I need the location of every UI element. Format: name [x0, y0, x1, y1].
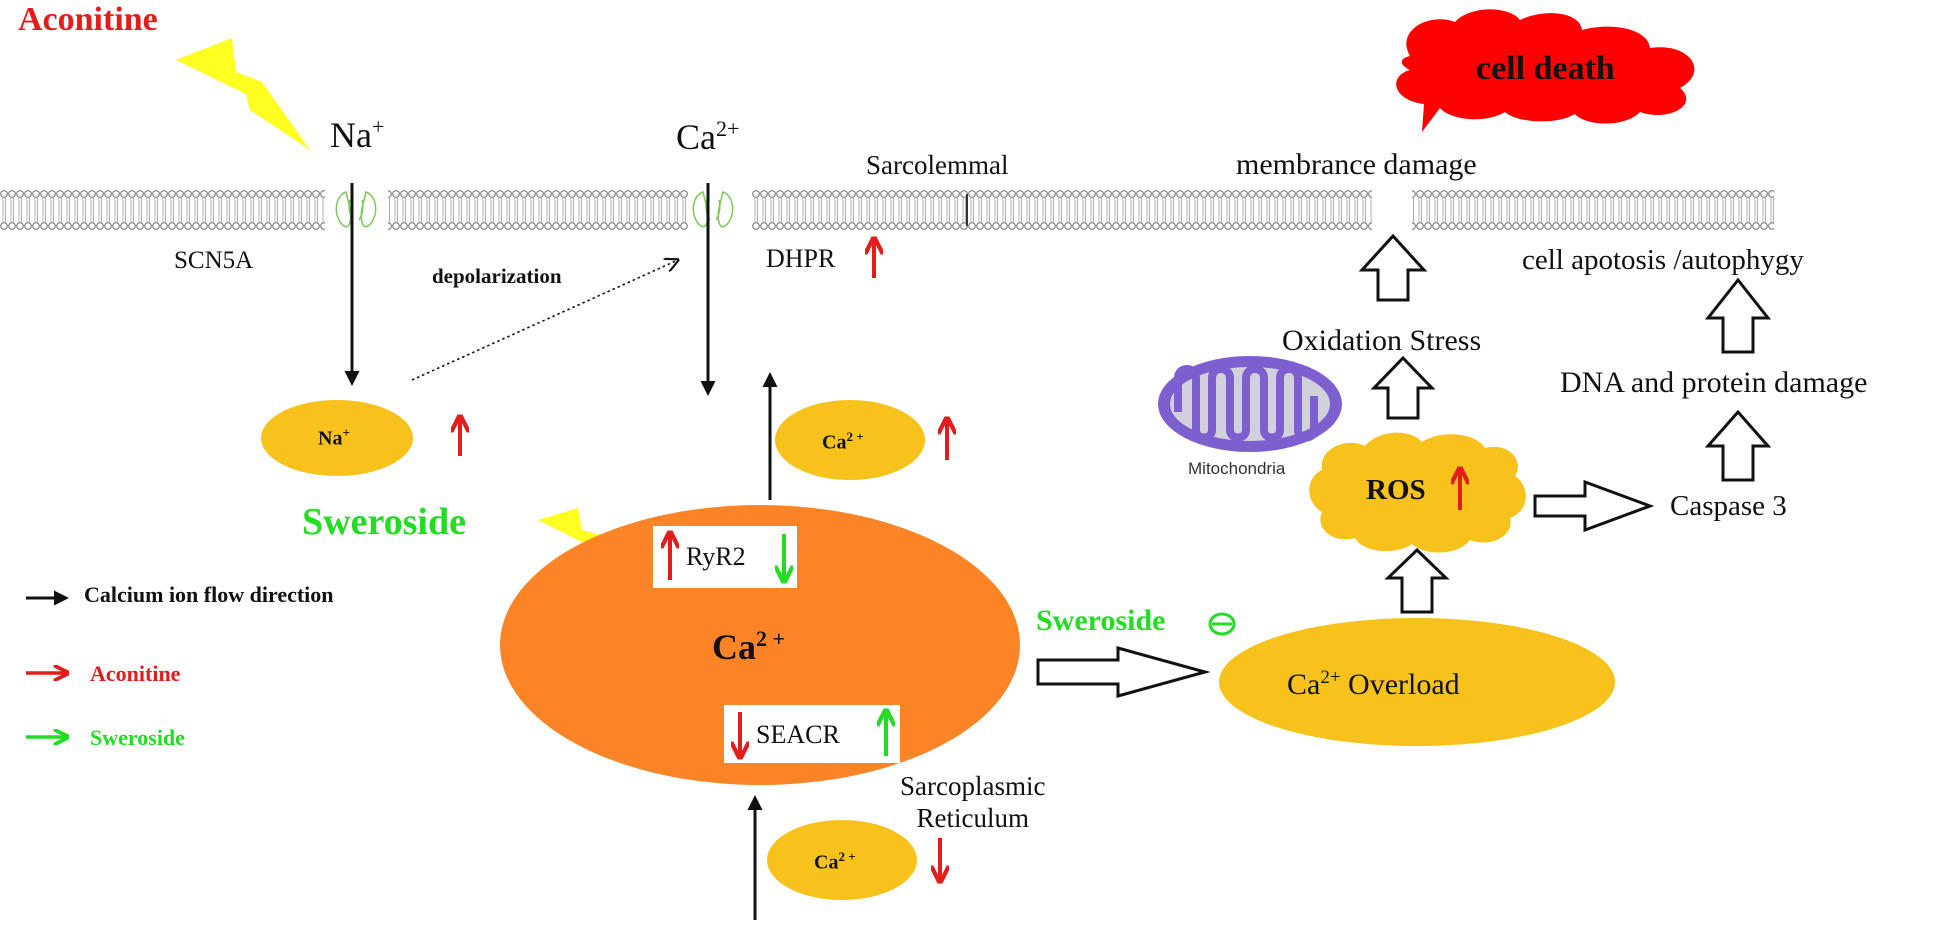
- sarcolemmal-label: Sarcolemmal: [866, 150, 1009, 180]
- depolarization-arrow: [411, 260, 678, 381]
- ros-label: ROS: [1366, 474, 1426, 506]
- legend-label-calcium: Calcium ion flow direction: [84, 582, 334, 607]
- block-arrow-up-oxidation: [1370, 355, 1436, 420]
- dhpr-label: DHPR: [766, 244, 836, 273]
- membrane-segment: [1412, 190, 1774, 230]
- mitochondria-icon: [1158, 356, 1342, 452]
- block-arrow-up-caspase: [1704, 409, 1772, 482]
- oxidation-stress-label: Oxidation Stress: [1282, 324, 1482, 357]
- ca-cytosol-bottom-label: Ca2 +: [814, 849, 856, 874]
- scn5a-channel-icon: [335, 191, 377, 228]
- ryr2-label: RyR2: [686, 542, 746, 571]
- membrane-segment: [752, 190, 1372, 230]
- legend-label-aconitine: Aconitine: [90, 661, 181, 686]
- ca-cytosol-bottom-ellipse: [767, 820, 917, 900]
- ca-cytosol-top-label: Ca2 +: [822, 429, 864, 454]
- mitochondria-label: Mitochondria: [1188, 459, 1286, 478]
- aconitine-lightning-icon: [176, 38, 310, 150]
- membrance-damage-label: membrance damage: [1236, 148, 1477, 181]
- sarcoplasmic-line1: Sarcoplasmic: [900, 771, 1046, 801]
- membrane: [0, 190, 1774, 230]
- sarcoplasmic-reticulum-label: Sarcoplasmic Reticulum: [900, 770, 1045, 835]
- cell-apoptosis-label: cell apotosis /autophygy: [1522, 244, 1804, 276]
- block-arrow-up-ros: [1384, 547, 1450, 614]
- ros-cloud: [1309, 432, 1526, 553]
- membrane-segment: [0, 190, 325, 230]
- block-arrow-right-sr-overload: [1036, 646, 1211, 698]
- legend-label-sweroside: Sweroside: [90, 725, 185, 750]
- ca-cytosol-top-ellipse: [775, 400, 925, 480]
- sarcoplasmic-line2: Reticulum: [916, 803, 1029, 834]
- seacr-box: [724, 705, 900, 763]
- scn5a-label: SCN5A: [174, 247, 254, 274]
- dna-damage-label: DNA and protein damage: [1560, 366, 1868, 399]
- sweroside-title: Sweroside: [302, 501, 466, 543]
- depolarization-label: depolarization: [432, 264, 562, 288]
- na-extracellular-label: Na+: [330, 114, 385, 155]
- aconitine-title: Aconitine: [18, 1, 158, 38]
- block-arrow-up-membrane: [1358, 233, 1428, 302]
- na-cytosol-label: Na+: [318, 425, 350, 450]
- dhpr-channel-icon: [692, 191, 734, 228]
- caspase-label: Caspase 3: [1670, 490, 1787, 522]
- ca-extracellular-label: Ca2+: [676, 116, 740, 157]
- inhibition-icon: [1208, 612, 1236, 636]
- cell-death-label: cell death: [1476, 50, 1615, 87]
- seacr-label: SEACR: [756, 720, 840, 749]
- ca-sr-label: Ca2 +: [712, 626, 786, 667]
- na-cytosol-ellipse: [261, 400, 413, 476]
- cell-death-cloud: [1396, 9, 1695, 133]
- ca-overload-ellipse: [1219, 618, 1615, 746]
- block-arrow-up-apoptosis: [1704, 277, 1772, 354]
- membrane-segment: [388, 190, 688, 230]
- block-arrow-right-ros-caspase: [1533, 479, 1655, 533]
- ca-overload-label: Ca2+ Overload: [1287, 667, 1460, 701]
- sweroside-inhibitor-label: Sweroside: [1036, 604, 1166, 637]
